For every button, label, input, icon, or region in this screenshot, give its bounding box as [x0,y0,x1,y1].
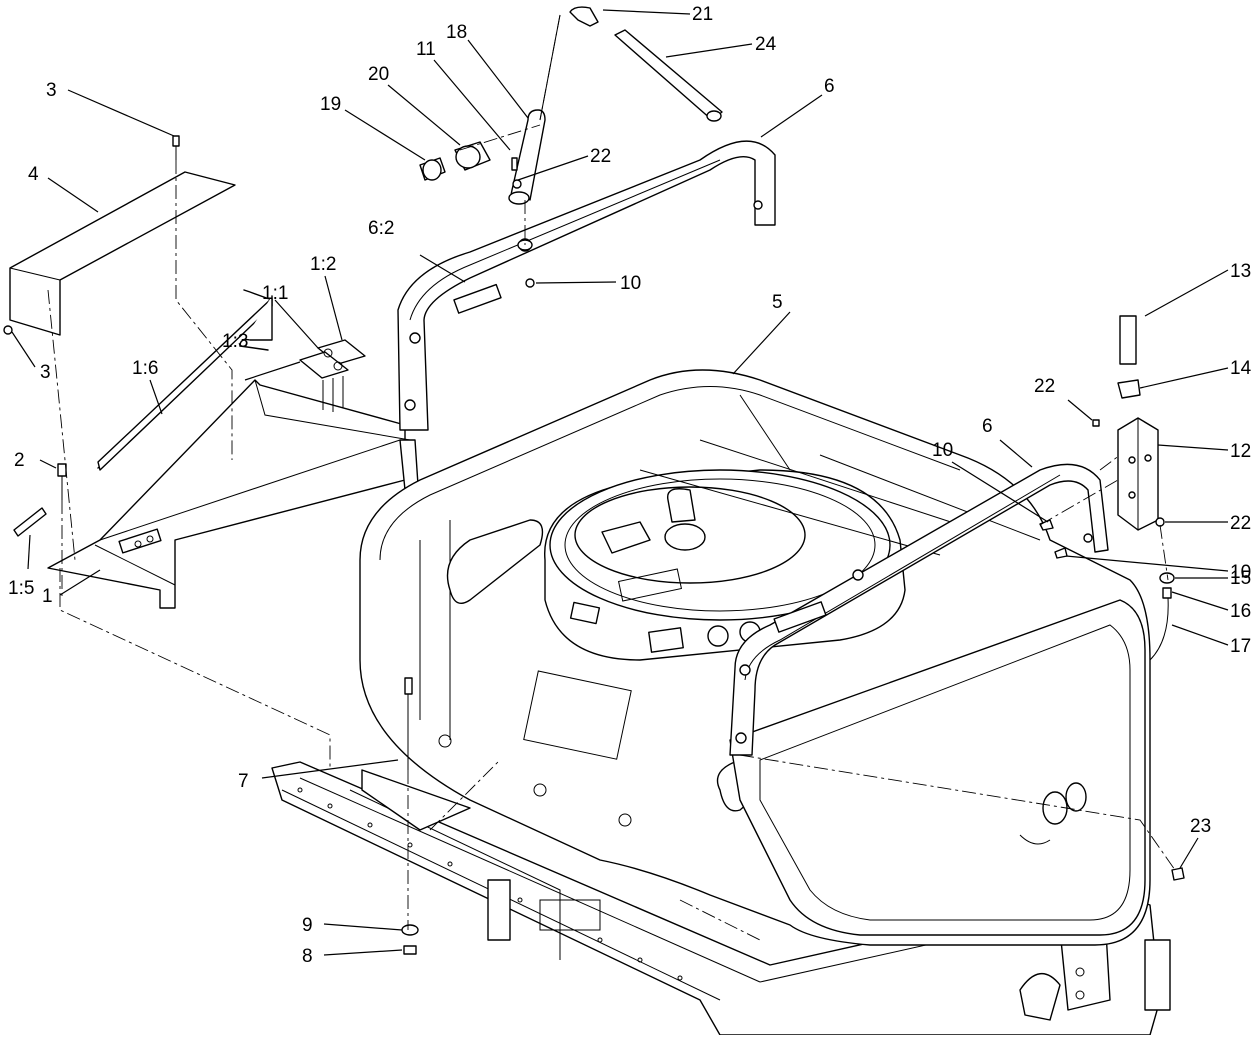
callout-1-3: 1:3 [222,331,248,352]
callout-18: 18 [446,22,467,43]
callout-1-2: 1:2 [310,254,336,275]
callout-24: 24 [755,34,777,55]
bracket-12 [1092,315,1175,661]
callout-20: 20 [368,64,389,85]
strap-front [397,140,776,431]
callout-1-6: 1:6 [132,358,158,379]
shield [9,171,236,336]
callout-15: 15 [1230,568,1251,589]
decals [299,339,366,412]
callout-6-2: 6:2 [368,218,394,239]
callout-21: 21 [692,4,713,25]
callout-13: 13 [1230,261,1251,282]
strap-rear [729,463,1109,756]
callout-9: 9 [302,915,313,936]
rod [97,289,273,471]
callout-labels: 1 2 3 3 4 5 6 6 6:2 7 8 9 10 10 10 11 12… [8,4,1252,967]
hose-assembly [419,6,723,251]
assembly-lines [47,14,1176,941]
callout-6-front: 6 [824,76,835,97]
callout-10-top: 10 [620,273,641,294]
callout-3-top: 3 [46,80,57,101]
callout-17: 17 [1230,636,1251,657]
support-plate [47,379,419,609]
callout-2: 2 [14,450,25,471]
hardware [401,677,1185,955]
callout-22-rear: 22 [1034,376,1055,397]
callout-1-5: 1:5 [8,578,34,599]
callout-11: 11 [416,39,436,60]
callout-7: 7 [238,771,249,792]
callout-19: 19 [320,94,341,115]
callout-3-side: 3 [40,362,51,383]
callout-10-rear: 10 [932,440,953,461]
hose-piece [13,507,47,537]
callout-23: 23 [1190,816,1211,837]
callout-6-rear: 6 [982,416,993,437]
callout-10-right: 10 [1230,562,1251,583]
callout-1: 1 [42,586,53,607]
callout-16: 16 [1230,601,1251,622]
callout-8: 8 [302,946,313,967]
callout-12: 12 [1230,441,1251,462]
callout-14: 14 [1230,358,1252,379]
callout-4: 4 [28,164,39,185]
callout-5: 5 [772,292,783,313]
callout-22-right: 22 [1230,513,1251,534]
leader-lines [11,9,1229,956]
callout-1-1: 1:1 [262,283,288,304]
callout-22-top: 22 [590,146,611,167]
